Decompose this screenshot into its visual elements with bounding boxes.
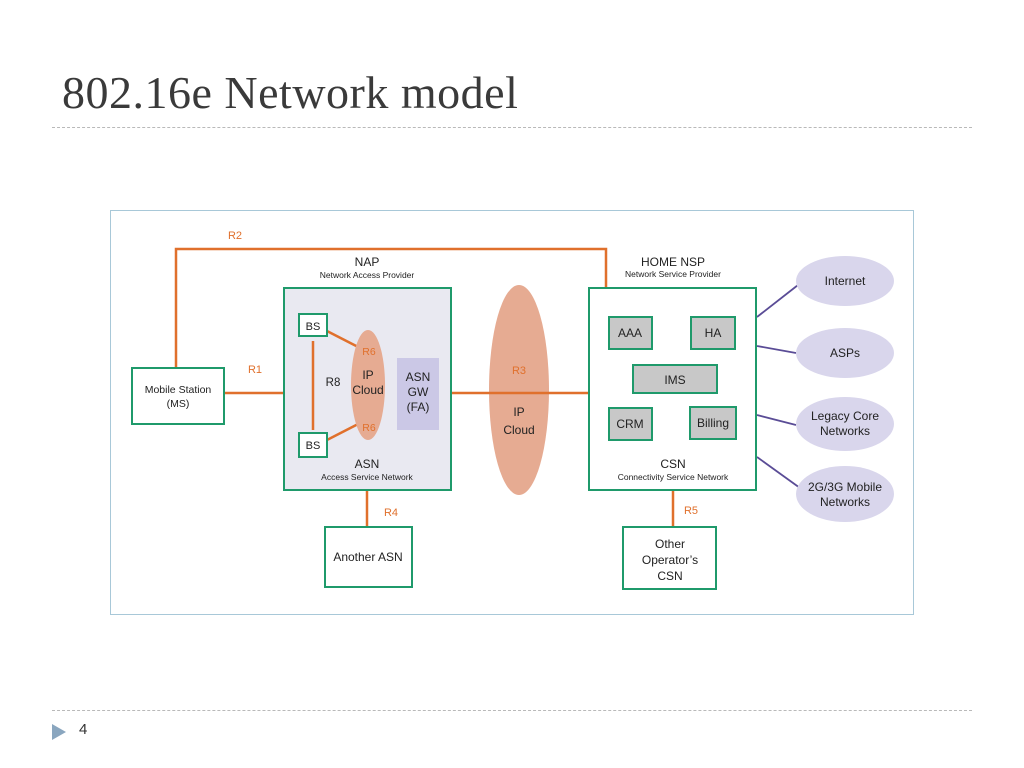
slide-title: 802.16e Network model: [62, 67, 519, 118]
mobile-station-box: [131, 367, 225, 425]
ims-label: IMS: [664, 373, 685, 387]
core-ip-cloud: [489, 285, 549, 495]
bs-bottom-label: BS: [306, 440, 321, 452]
core-ip-cloud-line1: IP: [513, 405, 524, 419]
asps-link: [756, 345, 797, 354]
crm-block: [608, 407, 653, 441]
csn-title: CSN: [660, 457, 685, 471]
title-divider: [52, 127, 972, 128]
other-operator-line2: Operator’s: [642, 553, 698, 567]
asps-ellipse: [796, 328, 894, 378]
network-diagram-svg: NAP Network Access Provider HOME NSP Net…: [110, 210, 914, 615]
csn-subtitle: Connectivity Service Network: [618, 472, 729, 482]
ims-block: [632, 364, 718, 394]
footer-divider: [52, 710, 972, 711]
footer-triangle-icon: [52, 724, 66, 740]
aaa-block: [608, 316, 653, 350]
asn-gw-line1: ASN: [406, 370, 431, 384]
bs-top-label: BS: [306, 321, 321, 333]
network-diagram: NAP Network Access Provider HOME NSP Net…: [110, 210, 914, 615]
r2-label: R2: [228, 230, 242, 242]
other-operator-line3: CSN: [657, 569, 682, 583]
r1-label: R1: [248, 364, 262, 376]
asn-ip-cloud-line1: IP: [362, 368, 373, 382]
nap-title: NAP: [355, 255, 380, 269]
r3-label: R3: [512, 365, 526, 377]
asn-gw-line2: GW: [408, 385, 429, 399]
bs-top: [298, 313, 328, 337]
mobile-station-line2: (MS): [167, 398, 190, 410]
asps-label: ASPs: [830, 346, 860, 360]
internet-link: [756, 284, 799, 318]
r8-label: R8: [326, 377, 341, 389]
crm-label: CRM: [616, 417, 643, 431]
home-nsp-subtitle: Network Service Provider: [625, 269, 721, 279]
ha-label: HA: [705, 326, 722, 340]
asn-ip-cloud: [351, 330, 385, 440]
other-operator-line1: Other: [655, 537, 685, 551]
mobile-networks-line1: 2G/3G Mobile: [808, 480, 882, 494]
bs-bottom: [298, 432, 328, 458]
mobile-networks-line2: Networks: [820, 495, 870, 509]
r6-top-label: R6: [362, 346, 376, 358]
legacy-link: [756, 414, 797, 426]
asn-ip-cloud-line2: Cloud: [352, 383, 383, 397]
r4-label: R4: [384, 507, 398, 519]
r2-link: [174, 247, 608, 368]
nap-subtitle: Network Access Provider: [320, 270, 415, 280]
mobile-station-line1: Mobile Station: [145, 384, 212, 396]
asn-subtitle: Access Service Network: [321, 472, 413, 482]
another-asn-label: Another ASN: [333, 550, 402, 564]
internet-label: Internet: [825, 274, 866, 288]
billing-block: [689, 406, 737, 440]
r6-bottom-label: R6: [362, 422, 376, 434]
legacy-core-ellipse: [796, 397, 894, 451]
another-asn-box: [324, 526, 413, 588]
billing-label: Billing: [697, 416, 729, 430]
page-number: 4: [79, 721, 88, 738]
legacy-core-line1: Legacy Core: [811, 409, 879, 423]
mobile-networks-ellipse: [796, 466, 894, 522]
ha-block: [690, 316, 736, 350]
asn-gateway: [397, 358, 439, 430]
r5-label: R5: [684, 505, 698, 517]
core-ip-cloud-line2: Cloud: [503, 423, 534, 437]
legacy-core-line2: Networks: [820, 424, 870, 438]
other-operator-csn-box: [622, 526, 717, 590]
asn-title: ASN: [355, 457, 380, 471]
home-nsp-title: HOME NSP: [641, 255, 705, 269]
mobile-networks-link: [756, 456, 801, 489]
internet-ellipse: [796, 256, 894, 306]
aaa-label: AAA: [618, 326, 642, 340]
asn-gw-line3: (FA): [407, 400, 430, 414]
